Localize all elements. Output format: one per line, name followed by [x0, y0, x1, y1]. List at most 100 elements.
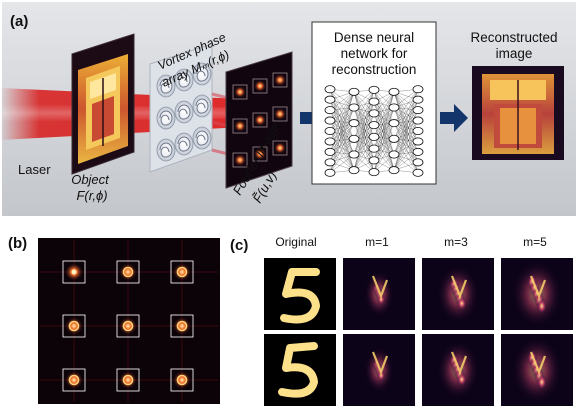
pc-speckle [456, 372, 467, 387]
pc-speckle [377, 369, 386, 382]
nn-edge [353, 113, 375, 155]
nn-edge [393, 141, 419, 171]
nn-edge [373, 136, 395, 171]
nn-edge [393, 120, 419, 155]
pc-digit-stroke [278, 342, 318, 398]
nn-edge [373, 107, 395, 137]
fourier-cell [252, 78, 268, 94]
pb-spot [65, 317, 83, 335]
panel-b-label: (b) [8, 235, 27, 252]
nn-node [324, 137, 336, 146]
nn-node [348, 134, 360, 143]
pb-cell-box [62, 314, 86, 338]
pb-ring [176, 266, 188, 278]
nn-node [368, 97, 380, 106]
fourier-cell [272, 72, 288, 88]
fourier-spot [254, 80, 266, 92]
pc-speckle [456, 296, 467, 311]
reconstructed-image [472, 66, 564, 160]
nn-node [412, 116, 424, 125]
pc-speckle [536, 298, 547, 314]
pc-bright-streak [529, 351, 547, 376]
pb-ring [176, 374, 188, 386]
beam-streak [211, 92, 229, 100]
vortex-swirl [177, 104, 191, 120]
pb-spot [65, 371, 83, 389]
nn-edge [329, 138, 355, 173]
nn-edge [329, 91, 355, 121]
nn-edge [393, 99, 419, 139]
col-header-m5: m=5 [523, 235, 547, 249]
pb-ring [176, 320, 188, 332]
pb-ring [68, 374, 80, 386]
nn-node [324, 116, 336, 125]
object-formula: F(r,ϕ) [76, 188, 107, 203]
pb-ring [68, 320, 80, 332]
col-header-m1: m=1 [365, 235, 389, 249]
nn-node [412, 127, 424, 136]
nn-label-line1: Dense neural [334, 30, 414, 45]
nn-edge [373, 101, 395, 124]
pb-spot [119, 317, 137, 335]
nn-edge [353, 89, 375, 139]
pb-spot [173, 263, 191, 281]
laser-label: Laser [18, 162, 51, 177]
fourier-spot [254, 148, 266, 160]
pb-center-dot [71, 269, 77, 275]
pc-digit-stroke [280, 268, 320, 324]
nn-edge [353, 125, 375, 155]
fourier-spot [274, 74, 286, 86]
nn-node [324, 85, 336, 94]
arrow-to-reconstruction [440, 104, 468, 132]
recon-label-line1: Reconstructed [470, 30, 557, 45]
object-plane [71, 33, 135, 175]
nn-label-line2: network for [341, 46, 408, 61]
nn-node [324, 147, 336, 156]
nn-edge [329, 123, 355, 163]
vortex-phase-array [149, 43, 229, 173]
fourier-cell [272, 140, 288, 156]
nn-edge [353, 89, 375, 124]
nn-edge [373, 123, 395, 161]
nn-edge [373, 89, 395, 124]
fourier-cell [232, 118, 248, 134]
nn-edge [329, 151, 355, 171]
nn-edge [373, 123, 395, 149]
nn-edge [353, 136, 375, 171]
nn-edge [329, 154, 355, 173]
fourier-plane [225, 51, 293, 189]
pc-bright-streak [450, 351, 468, 376]
nn-edge [329, 89, 355, 108]
pc-bright-streak [371, 275, 389, 300]
nn-edge [373, 107, 395, 149]
pb-spot [173, 371, 191, 389]
nn-edge [353, 148, 375, 171]
fourier-spot [254, 114, 266, 126]
pb-cell-box [116, 368, 140, 392]
nn-node [412, 106, 424, 115]
nn-node [412, 95, 424, 104]
vortex-swirl [159, 110, 173, 126]
fourier-cell [252, 112, 268, 128]
nn-edge [393, 91, 419, 111]
fourier-cell [272, 106, 288, 122]
nn-edge [353, 91, 375, 126]
nn-node [324, 168, 336, 177]
nn-node [324, 127, 336, 136]
nn-edge [393, 89, 419, 124]
vortex-swirl [177, 136, 191, 152]
beam-streak [211, 120, 229, 128]
nn-node [368, 168, 380, 177]
nn-node [412, 137, 424, 146]
vortex-swirl [195, 66, 209, 82]
nn-node [348, 150, 360, 159]
nn-node [412, 147, 424, 156]
nn-edge [329, 107, 355, 142]
pb-spot [173, 317, 191, 335]
nn-label-line3: reconstruction [332, 62, 417, 77]
nn-node [412, 158, 424, 167]
fourier-spot [234, 120, 246, 132]
nn-edge [373, 91, 395, 126]
